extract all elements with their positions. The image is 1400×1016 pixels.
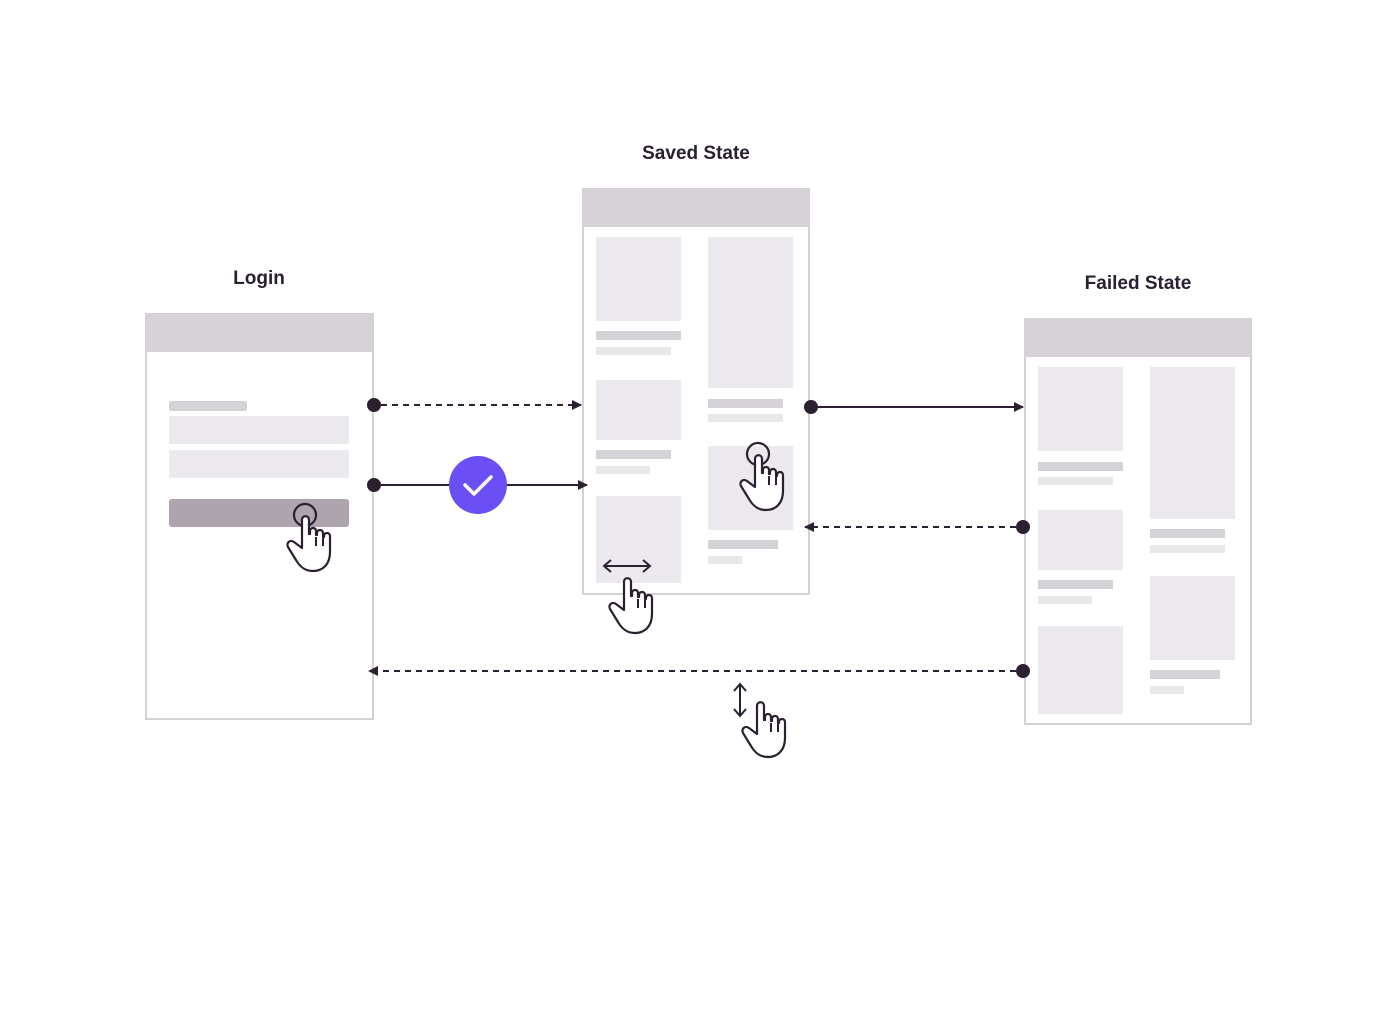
connector-saved-to-failed <box>804 400 1024 414</box>
saved-card-subtitle <box>596 466 650 474</box>
failed-card-title <box>1150 670 1220 679</box>
failed-card-title <box>1038 462 1123 471</box>
failed-card-subtitle <box>1038 596 1092 604</box>
saved-card-subtitle <box>708 414 783 422</box>
login-username-field[interactable] <box>169 416 349 444</box>
saved-card-title <box>596 331 681 340</box>
scroll-vertical-icon <box>733 682 787 759</box>
login-header-bar <box>146 314 373 352</box>
tap-hand-icon <box>286 502 332 573</box>
failed-card-image <box>1150 576 1235 660</box>
failed-screen <box>1024 318 1252 725</box>
saved-card-title <box>708 540 778 549</box>
connector-login-to-saved-success <box>367 478 588 492</box>
failed-card-image <box>1038 510 1123 570</box>
connector-failed-to-login-dashed <box>368 664 1030 678</box>
failed-card-image <box>1038 626 1123 714</box>
connector-failed-to-saved-dashed <box>804 520 1030 534</box>
failed-header-bar <box>1025 319 1251 357</box>
failed-card-subtitle <box>1150 545 1225 553</box>
failed-card-subtitle <box>1150 686 1184 694</box>
login-password-field[interactable] <box>169 450 349 478</box>
login-submit-button[interactable] <box>169 499 349 527</box>
failed-card-image <box>1150 367 1235 519</box>
login-label-placeholder <box>169 401 247 411</box>
saved-card-image <box>596 380 681 440</box>
saved-card-image <box>596 496 681 583</box>
saved-card-image <box>596 237 681 321</box>
saved-card-title <box>708 399 783 408</box>
failed-card-image <box>1038 367 1123 451</box>
saved-screen-title: Saved State <box>642 143 750 164</box>
connector-login-to-saved-dashed <box>367 398 582 412</box>
failed-screen-title: Failed State <box>1084 273 1192 294</box>
saved-card-subtitle <box>708 556 742 564</box>
login-screen-title: Login <box>233 268 285 289</box>
failed-card-title <box>1038 580 1113 589</box>
swipe-horizontal-icon <box>602 559 654 635</box>
failed-card-subtitle <box>1038 477 1113 485</box>
check-circle-icon <box>449 456 507 514</box>
saved-card-image <box>708 237 793 388</box>
tap-hand-icon <box>739 441 785 512</box>
saved-card-subtitle <box>596 347 671 355</box>
saved-screen <box>582 188 810 595</box>
saved-header-bar <box>583 189 809 227</box>
login-screen <box>145 313 374 720</box>
failed-card-title <box>1150 529 1225 538</box>
saved-card-title <box>596 450 671 459</box>
